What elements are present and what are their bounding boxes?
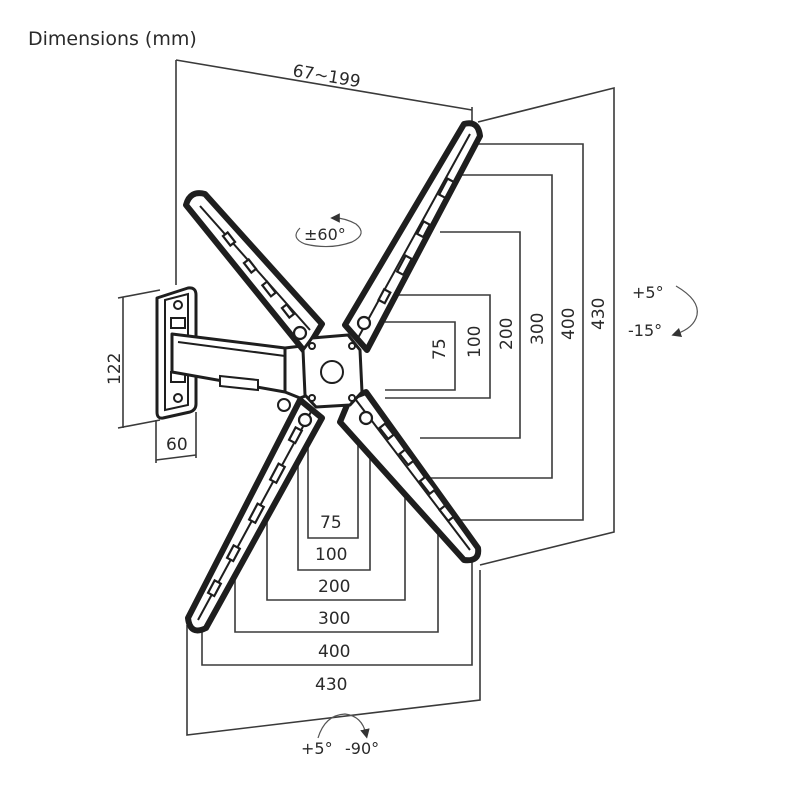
arm-lower-right xyxy=(337,389,482,564)
vertical-dimension-lines: 75 100 200 300 400 430 xyxy=(385,86,615,566)
x-bracket xyxy=(183,120,483,634)
arm-upper-left xyxy=(183,190,325,355)
vertical-100-label: 100 xyxy=(465,326,485,358)
vertical-75-label: 75 xyxy=(430,338,450,360)
tilt-down-label: -15° xyxy=(628,321,662,340)
arm-upper-right xyxy=(342,120,483,353)
swivel-indicator: +5° -90° xyxy=(301,713,379,758)
vertical-200-label: 200 xyxy=(497,318,517,350)
horizontal-300-label: 300 xyxy=(318,609,350,629)
horizontal-200-label: 200 xyxy=(318,577,350,597)
vertical-300-label: 300 xyxy=(528,313,548,345)
center-hub xyxy=(301,333,364,409)
diagram-title: Dimensions (mm) xyxy=(28,28,197,50)
rotation-indicator: ±60° xyxy=(295,213,362,248)
horizontal-dimension-lines: 75 100 200 300 400 430 xyxy=(186,440,481,736)
horizontal-100-label: 100 xyxy=(315,545,347,565)
swivel-arrow-icon xyxy=(317,713,370,739)
swivel-left-label: +5° xyxy=(301,739,333,758)
vertical-430-label: 430 xyxy=(589,298,609,330)
tilt-arrow-icon xyxy=(671,285,698,338)
rotation-angle-label: ±60° xyxy=(304,225,346,244)
depth-range-label: 67~199 xyxy=(291,61,362,92)
tilt-indicator: +5° -15° xyxy=(628,283,698,340)
vertical-400-label: 400 xyxy=(559,308,579,340)
horizontal-430-label: 430 xyxy=(315,675,347,695)
wall-plate-width-label: 60 xyxy=(166,435,188,455)
wall-plate-height-label: 122 xyxy=(105,353,125,385)
swivel-right-label: -90° xyxy=(345,739,379,758)
arm-lower-left xyxy=(185,397,325,634)
wall-plate-dimensions: 122 60 xyxy=(105,289,197,463)
horizontal-400-label: 400 xyxy=(318,642,350,662)
tilt-up-label: +5° xyxy=(632,283,664,302)
rotation-arrow-icon xyxy=(295,213,362,248)
horizontal-75-label: 75 xyxy=(320,513,342,533)
